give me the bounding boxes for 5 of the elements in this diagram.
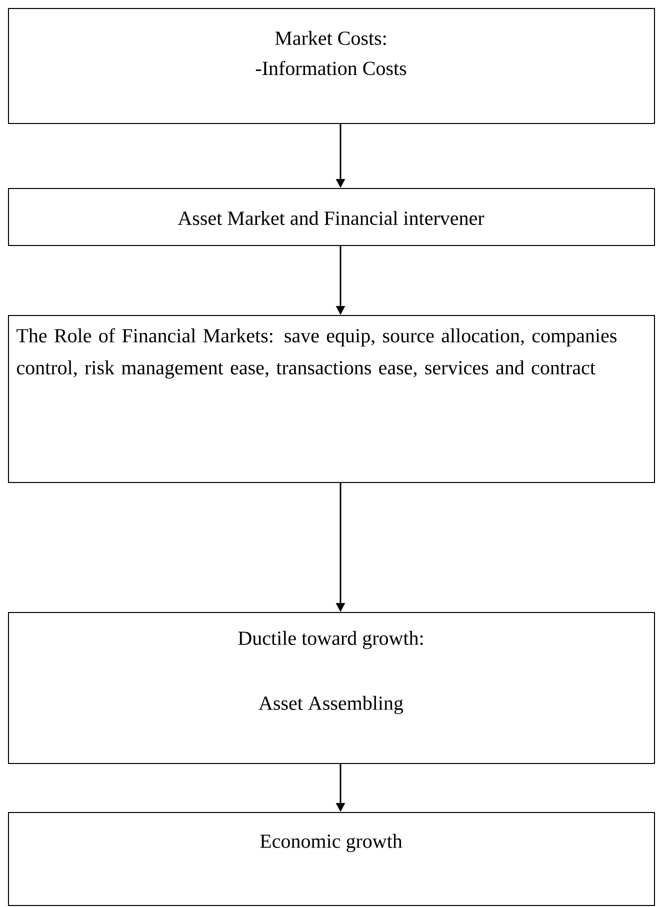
process-box: Asset Market and Financial intervener [8, 188, 655, 246]
process-box: Economic growth [8, 812, 655, 906]
process-box: Ductile toward growth: Asset Assembling [8, 612, 655, 764]
process-box: Market Costs: -Information Costs [8, 8, 655, 124]
process-box: The Role of Financial Markets: save equip, source allocation, companies control, risk management ease, transactions ease, services and contract [8, 315, 655, 483]
